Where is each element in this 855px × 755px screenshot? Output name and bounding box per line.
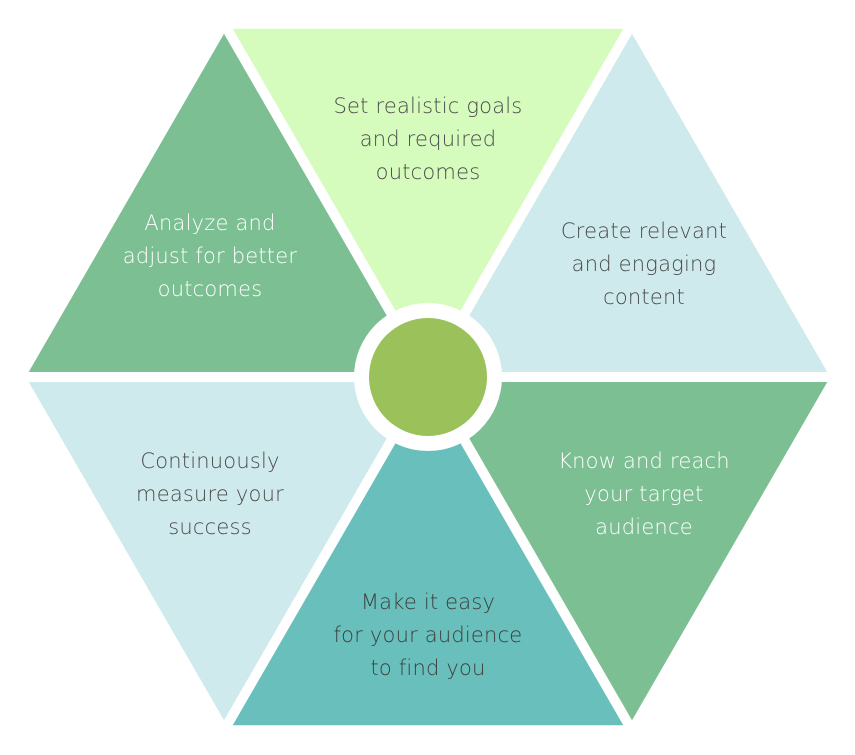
- segment-lower-right: [436, 382, 828, 721]
- segment-lower-right-label: Know and reach your target audience: [558, 449, 730, 539]
- segment-bottom: [232, 387, 624, 726]
- segment-group: [28, 28, 828, 726]
- segment-lower-left: [28, 382, 420, 721]
- segment-upper-right-label: Create relevant and engaging content: [561, 219, 727, 309]
- segment-lower-left-label-line: Continuously: [140, 449, 279, 473]
- segment-lower-left-label: Continuously measure your success: [136, 449, 284, 539]
- segment-lower-left-label-line: measure your: [136, 482, 284, 506]
- segment-upper-right: [436, 33, 828, 372]
- segment-top-label: Set realistic goals and required outcomes: [334, 94, 523, 184]
- segment-lower-right-label-line: Know and reach: [558, 449, 730, 473]
- segment-top-label-line: and required: [360, 127, 497, 151]
- segment-top-label-line: outcomes: [376, 160, 481, 184]
- segment-upper-right-label-line: and engaging: [572, 252, 717, 276]
- segment-top-label-line: Set realistic goals: [334, 94, 523, 118]
- segment-bottom-label: Make it easy for your audience to find you: [334, 590, 523, 680]
- segment-upper-right-label-line: content: [603, 285, 685, 309]
- segment-bottom-label-line: to find you: [370, 656, 485, 680]
- segment-upper-right-label-line: Create relevant: [561, 219, 727, 243]
- center-hub: [369, 318, 487, 436]
- segment-lower-right-label-line: audience: [595, 515, 693, 539]
- segment-lower-right-label-line: your target: [584, 482, 703, 506]
- segment-upper-left: [28, 33, 420, 372]
- segment-top: [232, 28, 624, 367]
- segment-upper-left-label-line: adjust for better: [123, 244, 298, 268]
- segment-bottom-label-line: Make it easy: [361, 590, 495, 614]
- segment-bottom-label-line: for your audience: [334, 623, 523, 647]
- segment-upper-left-label: Analyze and adjust for better outcomes: [123, 211, 298, 301]
- segment-upper-left-label-line: outcomes: [158, 277, 263, 301]
- segment-upper-left-label-line: Analyze and: [144, 211, 275, 235]
- segment-lower-left-label-line: success: [168, 515, 252, 539]
